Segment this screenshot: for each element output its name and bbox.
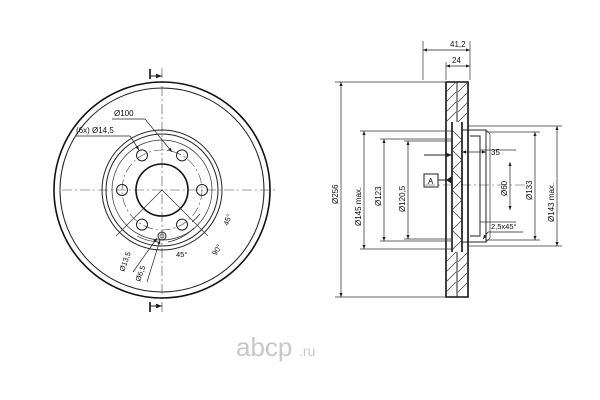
front-view: Ø100 (6x) Ø14,5 Ø13,5 Ø6,5 45° 90° 45° [53, 68, 278, 312]
chamfer-label: 2,5x45° [491, 222, 517, 231]
hub-inner-step [470, 135, 481, 237]
hatching-bottom [445, 251, 468, 293]
dia-120-label: Ø120,5 [398, 185, 407, 212]
disc-outer-ring [59, 87, 265, 293]
dia-123-label: Ø123 [374, 186, 383, 206]
bolt-hole [116, 184, 128, 196]
dia-145-label: Ø145 max. [354, 187, 363, 226]
pcd-leader-arrow [144, 118, 173, 153]
angle-c-label: 45° [176, 250, 187, 259]
hub-chamfer [485, 129, 491, 243]
screw-leader-1 [132, 237, 158, 273]
pitch-circle [121, 149, 203, 231]
dia-133-label: Ø133 [525, 180, 534, 200]
center-bore [135, 163, 189, 217]
width-disc-label: 24 [452, 56, 461, 65]
hole1-label: Ø13,5 [117, 250, 132, 272]
side-view: 41,2 24 [331, 40, 562, 298]
datum-label: A [428, 177, 434, 186]
angle-arc-90 [167, 227, 195, 243]
dia-outer-label: Ø256 [331, 184, 340, 204]
angle-a-label: 45° [221, 213, 233, 227]
screw-hole [157, 231, 167, 241]
section-marker-bottom [149, 302, 162, 312]
hole2-label: Ø6,5 [133, 264, 147, 282]
screw-leader-2 [146, 239, 161, 283]
section-marker-top [149, 69, 162, 79]
screw-hole-inner [159, 233, 165, 239]
watermark-domain: .ru [299, 343, 315, 359]
hub-face-outline [462, 129, 487, 243]
disc-section-outline [445, 81, 469, 298]
dia-60-label: Ø60 [500, 180, 509, 196]
datum-triangle [446, 176, 452, 184]
angle-b-label: 90° [210, 243, 224, 257]
hat-wall-hatch [451, 129, 463, 251]
friction-inner-edge [101, 129, 223, 251]
holes-leader-arrow [129, 135, 140, 151]
width-total-label: 41,2 [450, 40, 466, 49]
disc-outer-edge [53, 81, 271, 299]
angle-line-45-right [161, 189, 209, 237]
bolt-hole [136, 149, 148, 162]
chamfer-leader-arrow [482, 231, 489, 240]
bolt-holes [116, 149, 208, 231]
hub-35-label: 35 [491, 148, 500, 157]
bolt-hole [176, 149, 188, 162]
bolt-hole [176, 218, 188, 231]
bolt-hole [136, 218, 148, 231]
angle-arc-45-upper [191, 213, 201, 223]
pcd-label: Ø100 [114, 109, 134, 118]
watermark: abcp .ru [236, 332, 315, 362]
dia-143-label: Ø143 max. [547, 183, 556, 222]
hatching-top [445, 81, 468, 123]
holes-label: (6x) Ø14,5 [76, 126, 114, 135]
watermark-brand: abcp [236, 332, 292, 362]
angle-line-45-left [115, 189, 163, 237]
hat-outer-edge [105, 133, 219, 247]
bolt-hole [196, 184, 208, 196]
